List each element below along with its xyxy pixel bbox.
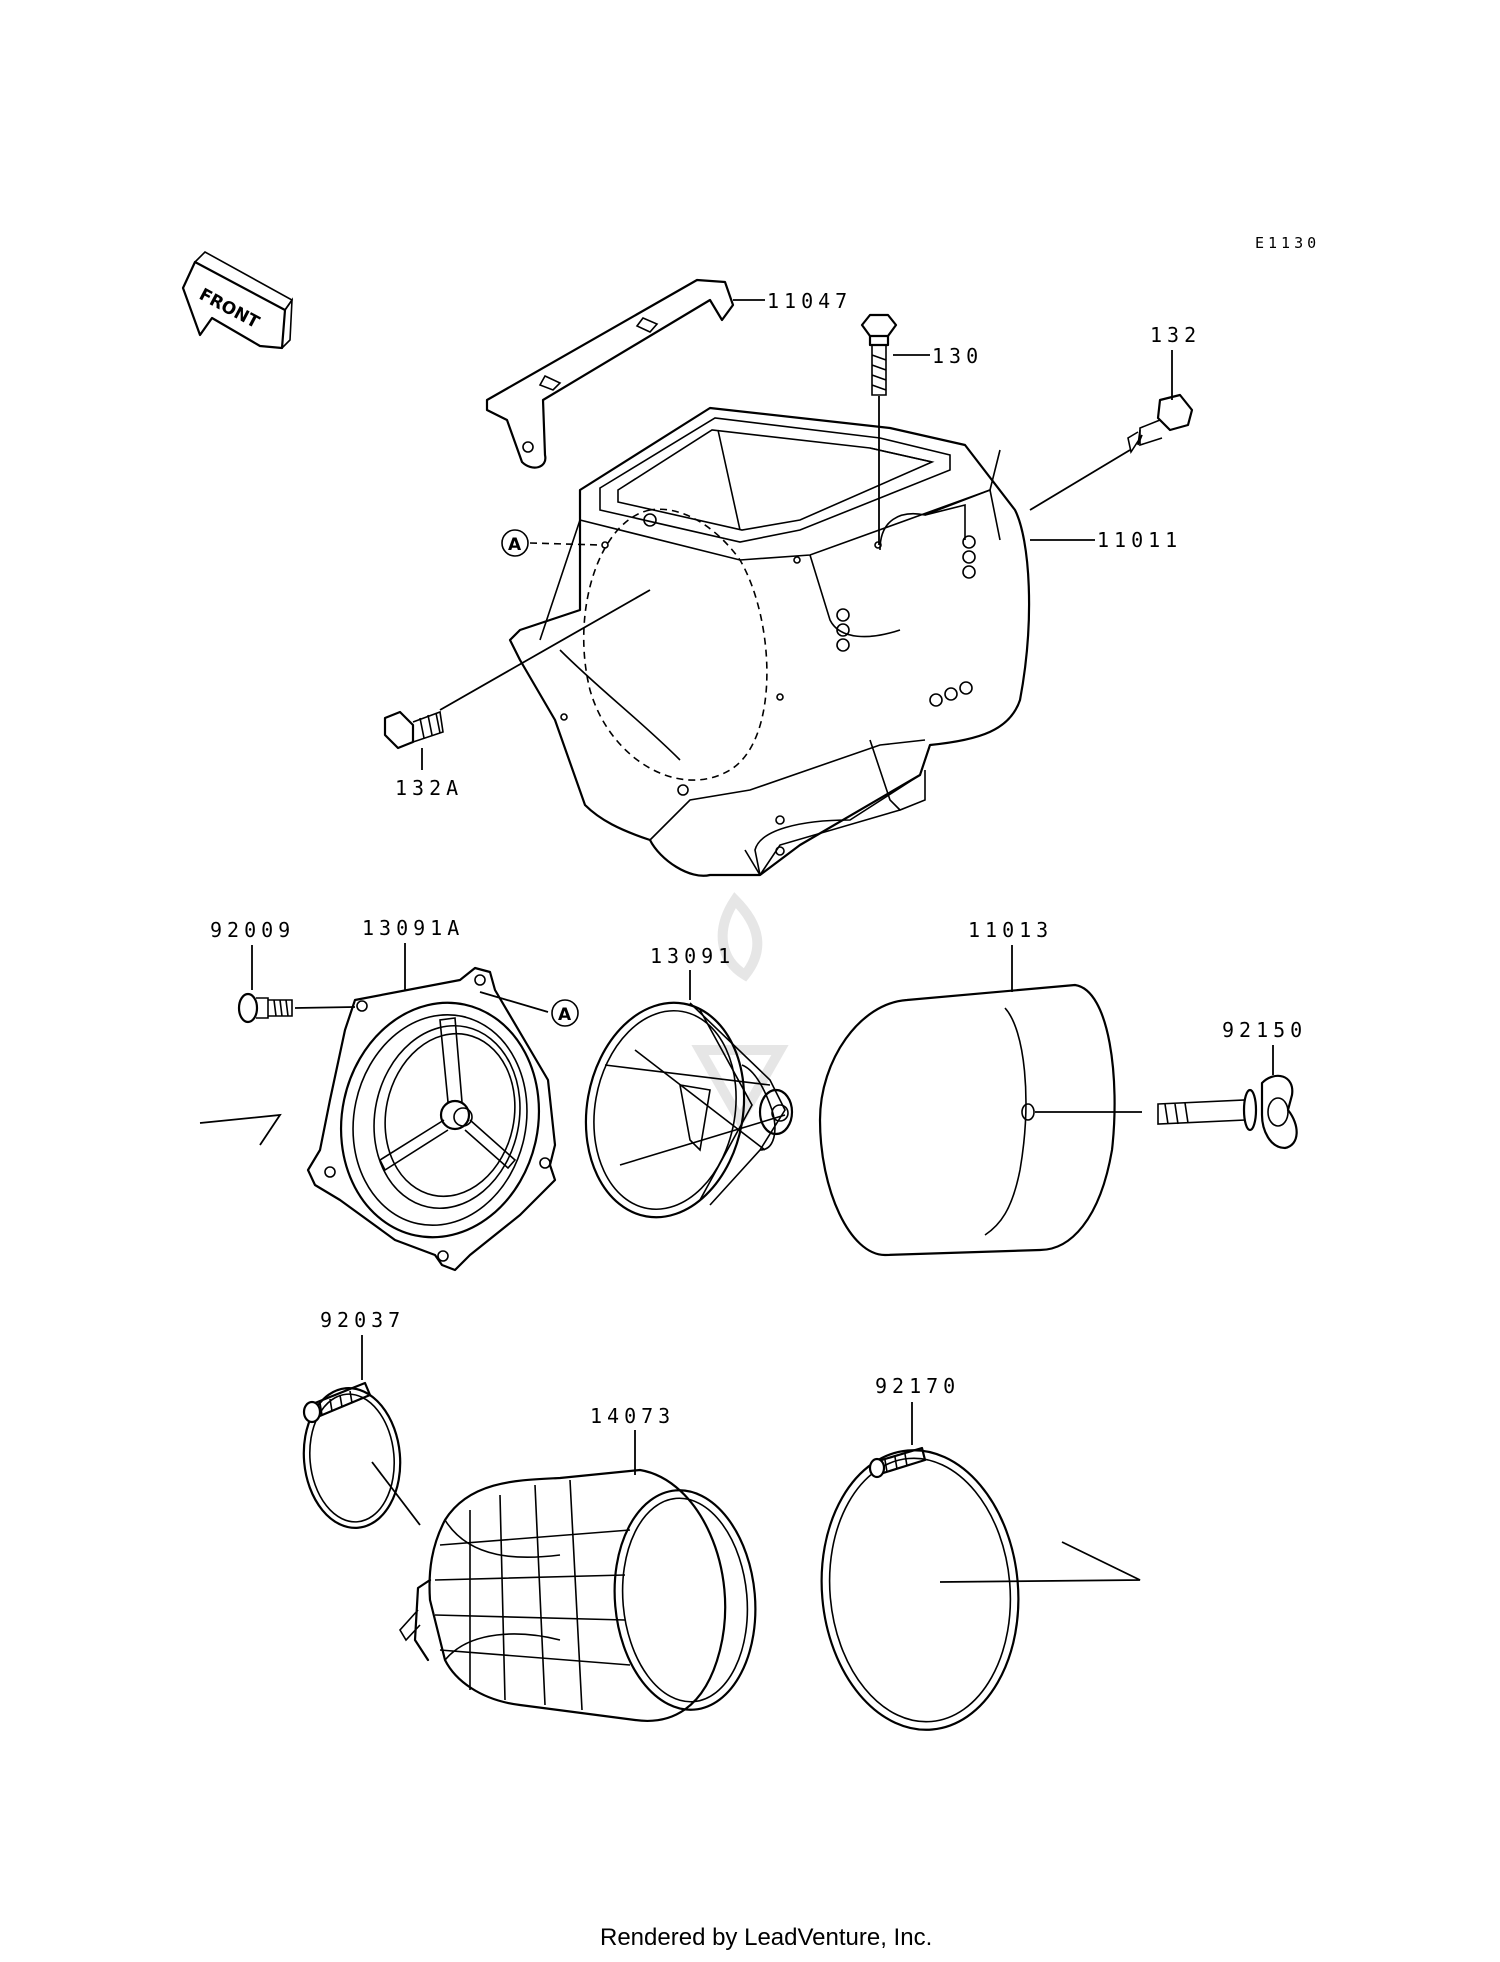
clamp-92170 <box>820 1446 1020 1731</box>
bolt-130 <box>860 313 898 396</box>
footer-credit: Rendered by LeadVenture, Inc. <box>600 1924 932 1951</box>
leader-92037-duct <box>371 1461 421 1526</box>
part-label-130: 130 <box>932 344 983 368</box>
leader-92170-right <box>939 1541 1141 1583</box>
bolt-132A <box>383 710 444 750</box>
part-label-132A: 132A <box>395 776 463 800</box>
leader-132A <box>439 589 651 711</box>
leader-132-housing <box>1029 449 1131 511</box>
clamp-92037 <box>302 1381 402 1529</box>
part-label-14073: 14073 <box>590 1404 675 1428</box>
bolt-132 <box>1127 393 1194 455</box>
part-label-11047: 11047 <box>767 289 852 313</box>
watermark-logo <box>691 892 789 1131</box>
front-arrow-icon: FRONT <box>181 251 294 350</box>
callout-a-upper: A <box>501 529 601 557</box>
leader-92009-plate <box>294 1006 356 1009</box>
screw-92009 <box>237 992 293 1024</box>
callout-a-lower: A <box>479 991 579 1027</box>
part-label-132: 132 <box>1150 323 1201 347</box>
backing-plate-13091A <box>306 966 557 1272</box>
diagram-code: E1130 <box>1255 234 1320 252</box>
part-label-13091A: 13091A <box>362 916 464 940</box>
intake-duct-14073 <box>399 1468 757 1722</box>
part-label-92170: 92170 <box>875 1374 960 1398</box>
wing-bolt-92150 <box>1157 1074 1298 1150</box>
airbox-housing-11011 <box>508 406 1031 877</box>
svg-text:A: A <box>508 535 522 555</box>
part-label-92009: 92009 <box>210 918 295 942</box>
part-label-92037: 92037 <box>320 1308 405 1332</box>
leader-left <box>199 1113 282 1146</box>
part-label-92150: 92150 <box>1222 1018 1307 1042</box>
bracket-11047 <box>485 278 735 469</box>
filter-element-11013 <box>818 983 1116 1257</box>
part-label-11013: 11013 <box>968 918 1053 942</box>
svg-text:A: A <box>558 1005 572 1025</box>
part-label-13091: 13091 <box>650 944 735 968</box>
part-label-11011: 11011 <box>1097 528 1182 552</box>
element-frame-13091 <box>584 1001 794 1219</box>
